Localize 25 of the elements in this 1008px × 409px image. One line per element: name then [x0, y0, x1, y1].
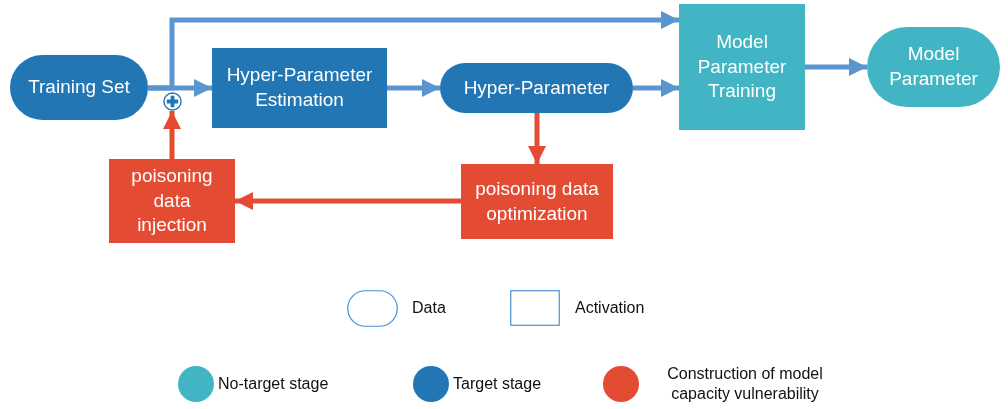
legend-label: Activation — [575, 298, 645, 318]
arrow — [148, 11, 679, 91]
node-label: poisoning data optimization — [474, 176, 600, 226]
arrow — [805, 58, 867, 76]
legend-label: Construction of model capacity vulnerability — [666, 364, 824, 404]
process-box — [461, 164, 613, 239]
node-label: Hyper-Parameter — [463, 75, 610, 100]
process-box — [109, 159, 235, 243]
arrow — [387, 79, 440, 97]
node-label: poisoning data injection — [130, 163, 214, 238]
process-box — [679, 4, 805, 130]
legend-label: No-target stage — [218, 374, 329, 394]
legend-label: Target stage — [453, 374, 542, 394]
node-label: Model Parameter Training — [696, 29, 788, 104]
arrow — [633, 79, 679, 97]
node-label: Training Set — [28, 75, 130, 100]
node-label: Hyper-Parameter Estimation — [225, 63, 374, 112]
process-box — [212, 48, 387, 128]
data-pill — [440, 63, 633, 113]
arrow — [235, 192, 461, 210]
node-label: Model Parameter — [888, 42, 979, 91]
arrow — [528, 113, 546, 164]
legend-label: Data — [412, 298, 446, 318]
plus-junction-icon — [163, 92, 182, 111]
arrow — [163, 111, 181, 159]
